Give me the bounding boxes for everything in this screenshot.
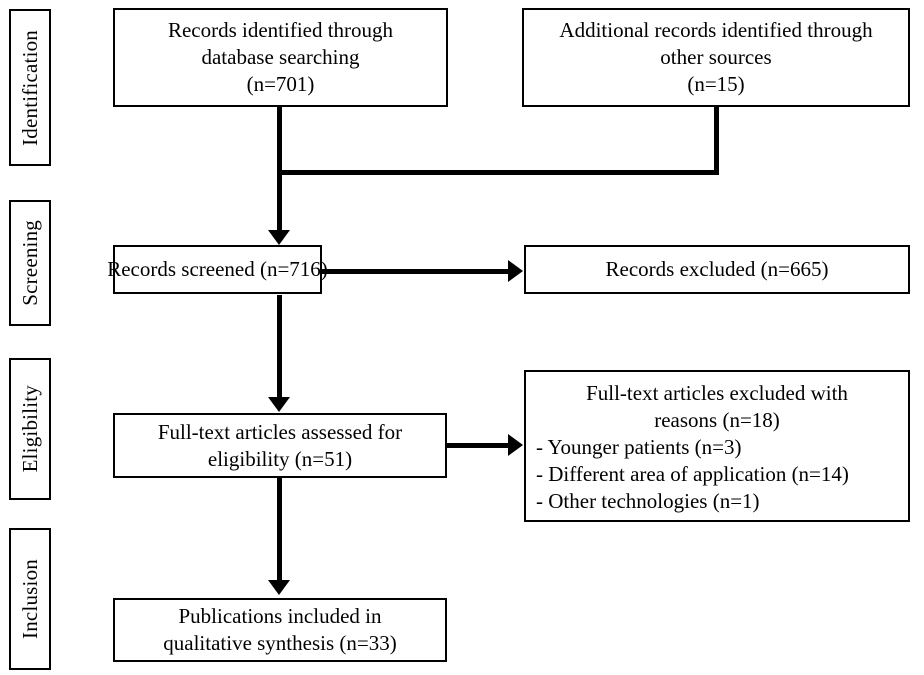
node-records-screened: Records screened (n=716) [107,245,328,294]
arrow-down-to-fulltext [268,397,290,412]
node-records-identified-database: Records identified through database sear… [113,8,448,107]
arrow-down-to-publications [268,580,290,595]
stage-label-screening-text: Screening [17,220,42,306]
arrow-right-to-excluded-reasons [508,434,523,456]
connector-fulltext-to-excluded-reasons [447,443,510,448]
stage-label-eligibility-text: Eligibility [17,385,42,473]
connector-screened-to-excluded [322,269,510,274]
node-excluded-reasons-head1: Full-text articles excluded with [586,381,848,405]
node-other-sources-line2: other sources [660,45,772,70]
node-fulltext-assessed-line1: Full-text articles assessed for [157,419,403,444]
stage-label-screening: Screening [9,200,51,326]
stage-label-inclusion: Inclusion [9,528,51,670]
connector-screened-to-fulltext [277,295,282,399]
node-publications-included: Publications included in qualitative syn… [113,598,447,662]
connector-other-sources-to-junction [714,107,719,175]
node-excluded-reason-item: - Different area of application (n=14) [536,461,849,486]
node-database-line2: database searching [201,45,360,70]
node-publications-line2: qualitative synthesis (n=33) [163,631,397,655]
node-publications-line1: Publications included in [178,604,382,629]
stage-label-identification-text: Identification [17,29,42,146]
node-excluded-reasons-head2: reasons (n=18) [654,407,780,432]
connector-junction-to-screened [277,170,282,232]
node-other-sources-count: (n=15) [687,71,745,96]
node-fulltext-excluded-reasons: Full-text articles excluded with reasons… [524,370,910,522]
node-fulltext-assessed: Full-text articles assessed for eligibil… [113,413,447,478]
arrow-right-to-excluded [508,260,523,282]
node-excluded-reason-item: - Younger patients (n=3) [536,434,742,459]
stage-label-eligibility: Eligibility [9,358,51,500]
node-fulltext-assessed-line2: eligibility (n=51) [207,446,353,471]
stage-label-inclusion-text: Inclusion [17,559,42,639]
node-records-excluded-text: Records excluded (n=665) [605,257,829,282]
node-other-sources-line1: Additional records identified through [559,18,873,43]
connector-fulltext-to-publications [277,478,282,582]
arrow-down-to-screened [268,230,290,245]
node-records-screened-text: Records screened (n=716) [107,257,328,282]
node-records-identified-other-sources: Additional records identified through ot… [522,8,910,107]
node-records-excluded: Records excluded (n=665) [524,245,910,294]
stage-label-identification: Identification [9,9,51,166]
connector-junction-bar [277,170,719,175]
connector-database-to-junction [277,107,282,175]
node-database-line1: Records identified through [167,18,394,43]
node-excluded-reason-item: - Other technologies (n=1) [536,488,760,513]
node-database-count: (n=701) [246,71,315,96]
